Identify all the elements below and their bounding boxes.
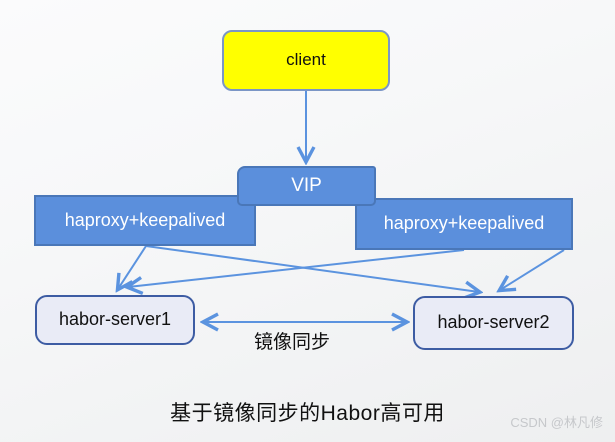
node-server2-label: habor-server2 [437,312,550,333]
node-client-label: client [286,50,326,70]
edge-haleft-server1 [118,245,147,289]
diagram-caption: 基于镜像同步的Habor高可用 [170,402,445,425]
node-vip: VIP [237,166,376,206]
node-habor-server2: habor-server2 [413,296,574,350]
node-server1-label: habor-server1 [58,309,172,330]
node-haproxy-right-label: haproxy+keepalived [383,213,545,234]
node-haproxy-keepalived-right: haproxy+keepalived [355,198,573,250]
mirror-sync-label: 镜像同步 [253,332,330,353]
node-client: client [222,30,390,91]
node-habor-server1: habor-server1 [35,295,195,345]
edge-haright-server2 [500,249,565,290]
csdn-watermark: CSDN @林凡修 [510,415,603,430]
node-vip-label: VIP [291,174,322,196]
edge-haleft-server2 [145,245,479,292]
node-haproxy-left-label: haproxy+keepalived [64,209,226,230]
node-haproxy-keepalived-left: haproxy+keepalived [34,195,256,246]
edge-haright-server1 [128,249,465,287]
